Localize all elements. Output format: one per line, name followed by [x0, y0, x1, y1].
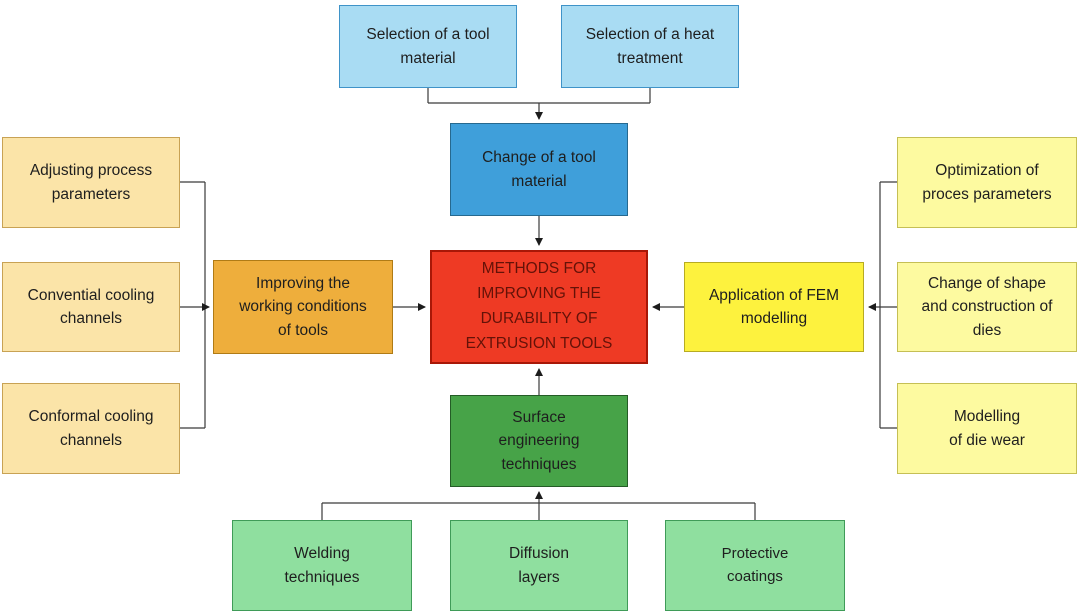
- node-conformal-cooling-channels: Conformal cooling channels: [2, 383, 180, 474]
- node-center-methods: METHODS FOR IMPROVING THE DURABILITY OF …: [430, 250, 648, 364]
- node-diffusion-layers: Diffusion layers: [450, 520, 628, 611]
- node-optimization-process-parameters: Optimization of proces parameters: [897, 137, 1077, 228]
- node-change-shape-construction-dies: Change of shape and construction of dies: [897, 262, 1077, 352]
- node-change-tool-material: Change of a tool material: [450, 123, 628, 216]
- node-modelling-die-wear: Modelling of die wear: [897, 383, 1077, 474]
- node-surface-engineering-techniques: Surface engineering techniques: [450, 395, 628, 487]
- node-improving-working-conditions: Improving the working conditions of tool…: [213, 260, 393, 354]
- node-application-fem-modelling: Application of FEM modelling: [684, 262, 864, 352]
- node-adjusting-process-parameters: Adjusting process parameters: [2, 137, 180, 228]
- node-welding-techniques: Welding techniques: [232, 520, 412, 611]
- node-protective-coatings: Protective coatings: [665, 520, 845, 611]
- node-selection-heat-treatment: Selection of a heat treatment: [561, 5, 739, 88]
- node-selection-tool-material: Selection of a tool material: [339, 5, 517, 88]
- node-convential-cooling-channels: Convential cooling channels: [2, 262, 180, 352]
